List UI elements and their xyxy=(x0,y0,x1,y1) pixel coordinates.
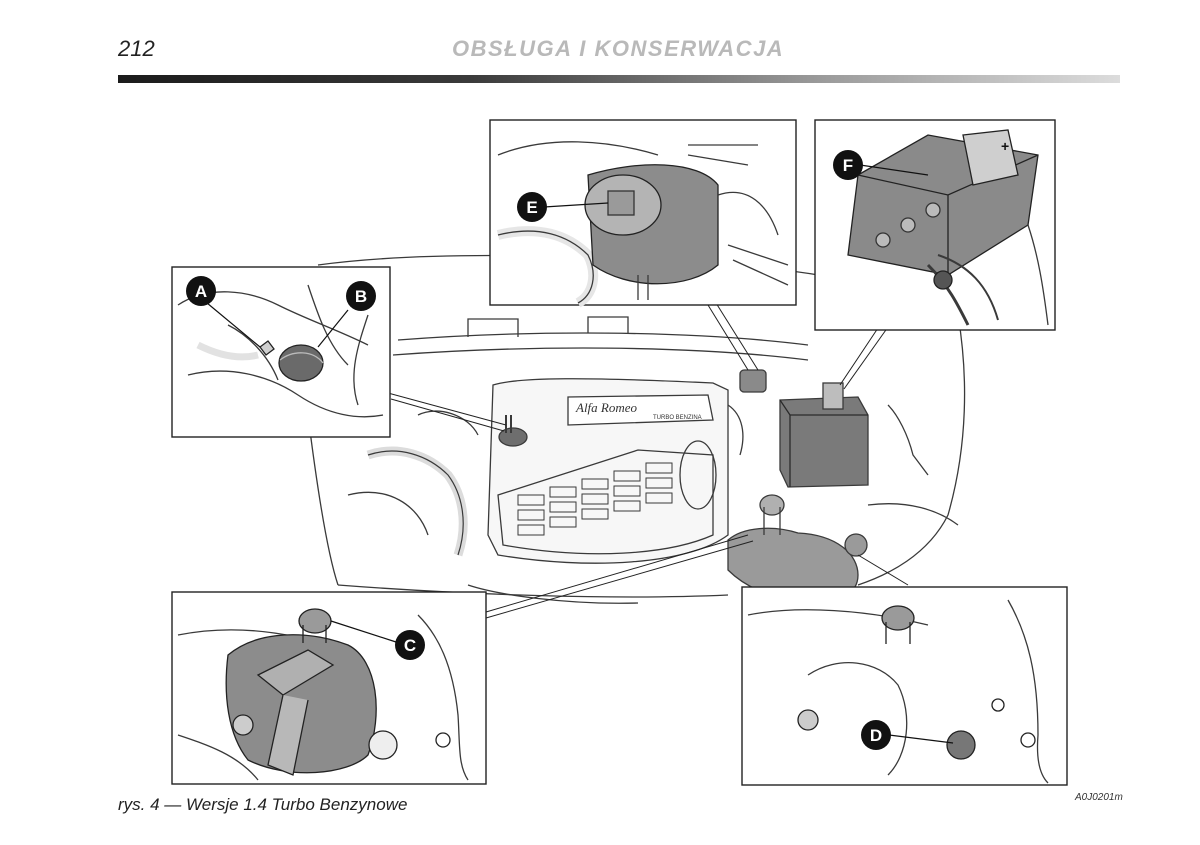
battery-positive-terminal-label: + xyxy=(1001,138,1009,154)
callout-c: C xyxy=(330,620,425,660)
engine-bay-main: Alfa Romeo TURBO BENZINA xyxy=(307,254,966,604)
engine-brand-logo: Alfa Romeo xyxy=(575,400,638,415)
callout-b: B xyxy=(317,281,376,348)
callout-a: A xyxy=(186,276,261,348)
inset-coolant-tank xyxy=(171,591,487,785)
figure-code: A0J0201m xyxy=(1075,792,1123,803)
svg-text:D: D xyxy=(870,726,882,745)
inset-brake-fluid-reservoir xyxy=(489,119,797,308)
svg-text:F: F xyxy=(843,156,853,175)
leader-lines xyxy=(387,302,909,619)
callout-e: E xyxy=(517,192,609,222)
figure-caption: rys. 4 — Wersje 1.4 Turbo Benzynowe xyxy=(118,795,408,814)
header-rule xyxy=(118,75,1120,83)
callout-d: D xyxy=(861,720,954,750)
svg-text:E: E xyxy=(526,198,537,217)
inset-washer-fluid-reservoir xyxy=(741,586,1068,786)
engine-badge-text: TURBO BENZINA xyxy=(653,415,702,421)
svg-text:C: C xyxy=(404,636,416,655)
svg-text:A: A xyxy=(195,282,207,301)
engine-bay-illustration: Alfa Romeo TURBO BENZINA xyxy=(168,115,1073,787)
page-number: 212 xyxy=(118,36,155,61)
section-title: OBSŁUGA I KONSERWACJA xyxy=(452,36,785,61)
svg-text:B: B xyxy=(355,287,367,306)
callout-f: F xyxy=(833,150,929,180)
